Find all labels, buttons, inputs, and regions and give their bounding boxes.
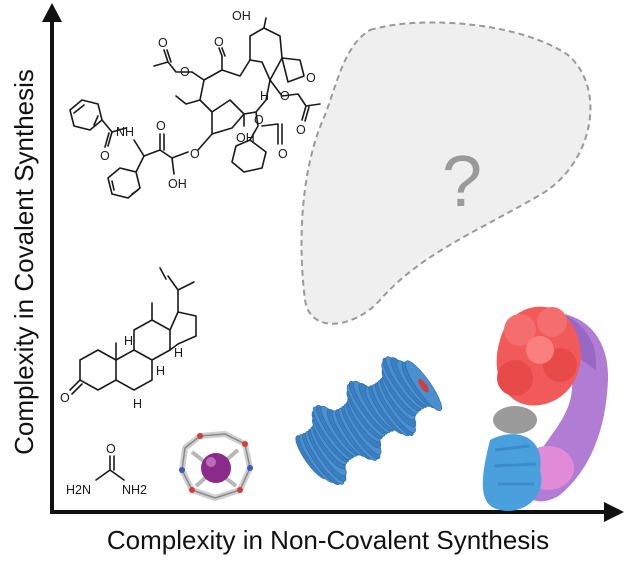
taxol-atom-label: O xyxy=(158,36,168,50)
steroid-h-label: H xyxy=(124,334,133,348)
urea-molecule: H2N NH2 O xyxy=(66,442,147,497)
urea-oxygen-label: O xyxy=(106,442,116,456)
taxol-atom-label: O xyxy=(156,119,166,133)
helical-stack-assembly xyxy=(295,356,443,485)
taxol-atom-label: O xyxy=(190,147,200,161)
steroid-oxygen-label: O xyxy=(60,391,70,405)
taxol-atom-label: O xyxy=(278,147,288,161)
taxol-molecule: O NH O OH O O O O OH O O O xyxy=(69,9,321,199)
y-axis-label: Complexity in Covalent Synthesis xyxy=(9,69,39,455)
taxol-atom-label: NH xyxy=(116,125,134,139)
protein-complex xyxy=(482,306,609,511)
steroid-molecule: O H H H H xyxy=(60,267,197,411)
crown-ether-complex xyxy=(179,431,253,501)
steroid-h-label: H xyxy=(133,397,142,411)
taxol-atom-label: H xyxy=(260,89,269,103)
taxol-atom-label: OH xyxy=(168,177,187,191)
x-axis-arrow-icon xyxy=(604,502,624,522)
urea-nh2-label: NH2 xyxy=(122,483,147,497)
helix-discs xyxy=(295,356,443,485)
taxol-atom-label: O xyxy=(306,71,316,85)
taxol-atom-label: O xyxy=(180,65,190,79)
taxol-atom-label: O xyxy=(214,35,224,49)
taxol-atom-label: O xyxy=(296,123,306,137)
question-mark: ? xyxy=(442,142,482,222)
steroid-h-label: H xyxy=(156,364,165,378)
unknown-region-blob xyxy=(300,21,592,325)
steroid-h-label: H xyxy=(174,346,183,360)
axes xyxy=(42,3,624,522)
taxol-atom-label: O xyxy=(100,149,110,163)
helix-core xyxy=(418,378,429,393)
urea-h2n-label: H2N xyxy=(66,483,91,497)
y-axis-arrow-icon xyxy=(42,3,62,22)
cation-sphere xyxy=(201,453,231,483)
x-axis-label: Complexity in Non-Covalent Synthesis xyxy=(107,525,549,555)
taxol-atom-label: O xyxy=(280,89,290,103)
taxol-atom-label: OH xyxy=(232,9,251,23)
taxol-atom-label: OH xyxy=(236,131,255,145)
taxol-atom-label: O xyxy=(254,113,264,127)
